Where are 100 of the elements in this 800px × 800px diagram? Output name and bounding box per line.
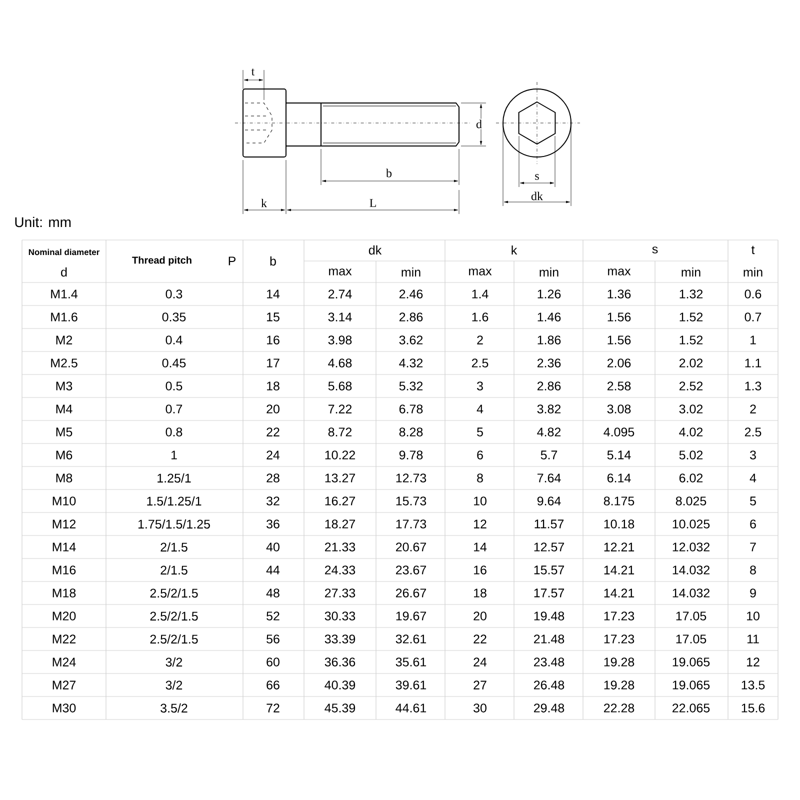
table-cell: 60 — [266, 658, 280, 666]
table-cell: 4.02 — [679, 428, 703, 436]
table-cell: 10 — [747, 612, 760, 620]
table-cell: 8.025 — [676, 496, 706, 506]
table-cell: 28 — [266, 474, 280, 482]
table-cell: 4.68 — [328, 358, 352, 368]
table-cell: M6 — [56, 450, 72, 460]
table-cell: 6.78 — [399, 404, 423, 414]
table-cell: 15.73 — [396, 496, 426, 506]
table-cell: 35.61 — [396, 658, 426, 666]
table-cell: 18 — [267, 382, 280, 390]
table-cell: 16.27 — [325, 496, 355, 506]
table-cell: 11 — [747, 634, 759, 644]
table-cell: 7 — [750, 542, 756, 552]
table-cell: 0.5 — [166, 382, 182, 390]
table-cell: 5.68 — [328, 382, 352, 390]
table-cell: 18 — [474, 588, 486, 598]
table-cell: 0.6 — [744, 290, 762, 298]
table-cell: M22 — [52, 634, 76, 644]
table-cell: 23.48 — [534, 658, 564, 666]
table-cell: 3.82 — [537, 404, 561, 414]
table-cell: 0.45 — [162, 358, 186, 368]
table-cell: 39.61 — [396, 680, 426, 690]
table-cell: 19.67 — [396, 612, 426, 620]
dimension-label: d — [475, 118, 483, 130]
table-cell: 20 — [266, 404, 280, 414]
table-cell: 2.06 — [607, 358, 631, 368]
table-cell: 5.7 — [540, 450, 558, 460]
table-cell: 19.28 — [604, 658, 634, 666]
table-cell: 19.48 — [534, 612, 564, 620]
table-cell: 1.56 — [608, 336, 631, 344]
table-cell: 13.5 — [742, 680, 765, 690]
table-cell: M24 — [52, 658, 76, 666]
column-header: min — [540, 267, 558, 277]
table-cell: 17.05 — [676, 634, 706, 644]
table-cell: 3.62 — [399, 336, 423, 344]
table-cell: 22.065 — [672, 704, 710, 712]
dimension-label: k — [260, 198, 268, 208]
table-cell: 22 — [266, 428, 280, 436]
table-cell: 56 — [266, 634, 280, 644]
table-cell: 0.35 — [162, 312, 186, 322]
table-cell: 5.14 — [607, 450, 631, 460]
table-cell: 17.57 — [534, 588, 564, 598]
table-cell: 17.23 — [604, 634, 634, 644]
table-cell: 2.5/2/1.5 — [150, 634, 198, 644]
table-cell: 8 — [750, 566, 756, 574]
table-cell: M18 — [52, 588, 76, 598]
table-cell: 3.14 — [328, 312, 352, 322]
table-cell: 26.48 — [534, 680, 564, 690]
table-cell: 6 — [477, 450, 483, 460]
table-cell: 40.39 — [324, 680, 356, 690]
table-cell: 17.73 — [396, 520, 426, 528]
table-cell: 9.78 — [399, 450, 423, 460]
column-header: d — [61, 267, 67, 277]
table-cell: M16 — [52, 566, 76, 574]
table-cell: 22 — [474, 634, 486, 644]
table-cell: 10.18 — [604, 520, 634, 528]
table-cell: 30 — [474, 704, 486, 712]
table-cell: 2.5 — [744, 428, 762, 436]
table-cell: 48 — [266, 588, 280, 598]
table-cell: 2.86 — [537, 382, 561, 390]
table-cell: 10 — [474, 496, 486, 506]
column-header: P — [228, 256, 236, 266]
table-cell: 12.73 — [396, 474, 426, 482]
table-cell: 3.08 — [607, 404, 631, 414]
table-cell: 27 — [474, 680, 486, 690]
table-cell: 5.32 — [399, 382, 423, 390]
table-cell: 12 — [747, 658, 760, 666]
table-cell: 32.61 — [396, 634, 426, 644]
table-cell: 14.21 — [604, 566, 634, 574]
column-header: min — [744, 267, 762, 277]
column-header: dk — [368, 245, 382, 255]
table-cell: 30.33 — [324, 612, 356, 620]
table-cell: 23.67 — [396, 566, 426, 574]
table-cell: 45.39 — [324, 704, 356, 712]
table-cell: M14 — [52, 542, 76, 552]
table-cell: M8 — [56, 474, 72, 482]
table-cell: 2 — [750, 404, 756, 414]
table-cell: 2/1.5 — [160, 542, 188, 552]
table-cell: 20 — [474, 612, 486, 620]
table-cell: 18.27 — [325, 520, 355, 528]
table-cell: 6.14 — [607, 474, 631, 482]
column-header: Nominal diameter — [28, 248, 100, 256]
table-cell: 17.23 — [604, 612, 634, 620]
table-cell: 27.33 — [325, 588, 356, 598]
table-cell: 3 — [750, 450, 756, 460]
table-cell: 5.02 — [679, 450, 703, 460]
table-cell: 3/2 — [166, 680, 182, 690]
table-cell: 1.52 — [680, 336, 703, 344]
table-cell: 2.5 — [472, 358, 488, 368]
table-cell: M30 — [52, 704, 76, 712]
table-cell: 3.02 — [679, 404, 703, 414]
table-cell: 1.52 — [680, 312, 703, 322]
table-cell: 52 — [266, 612, 280, 620]
table-cell: 16 — [267, 336, 280, 344]
table-cell: 8.175 — [604, 496, 634, 506]
column-header: Thread pitch — [132, 256, 192, 266]
table-cell: M2 — [56, 336, 72, 344]
table-cell: 1.32 — [680, 290, 703, 298]
table-cell: 8 — [477, 474, 483, 482]
